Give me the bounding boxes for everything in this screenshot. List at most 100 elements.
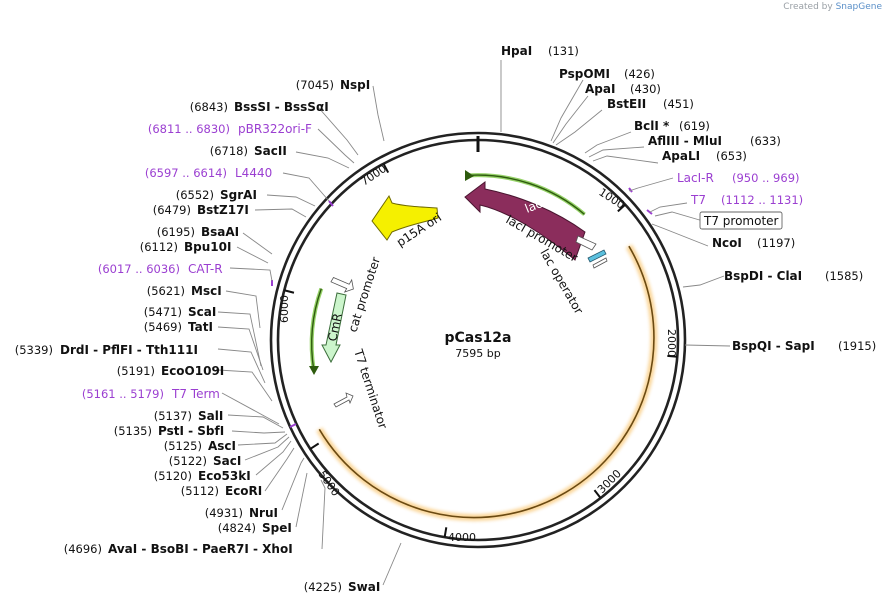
tick-label-4000: 4000: [448, 531, 476, 544]
site-label-nspi[interactable]: NspI: [340, 78, 370, 92]
cat-promoter-feature[interactable]: [330, 271, 357, 295]
site-pos-ecori: (5112): [181, 484, 219, 498]
snapgene-logo: SnapGene: [835, 2, 882, 12]
backbone-outer: [269, 131, 687, 549]
primer-label-pbr322ori-f[interactable]: pBR322ori-F: [238, 122, 312, 136]
site-pos-swai: (4225): [304, 580, 342, 594]
site-label-pspomi[interactable]: PspOMI: [559, 67, 610, 81]
site-pos-bpu10i: (6112): [140, 240, 178, 254]
site-label-spei[interactable]: SpeI: [262, 521, 292, 535]
site-label-nrui[interactable]: NruI: [249, 506, 278, 520]
site-label-avai[interactable]: AvaI - BsoBI - PaeR7I - XhoI: [108, 542, 293, 556]
site-label-afliii-mlui[interactable]: AflIII - MluI: [648, 134, 722, 148]
site-label-msci[interactable]: MscI: [191, 284, 222, 298]
primer-label-cat-r[interactable]: CAT-R: [188, 262, 223, 276]
site-label-hpai[interactable]: HpaI: [501, 44, 532, 58]
site-pos-saci: (5122): [169, 454, 207, 468]
site-label-asci[interactable]: AscI: [208, 439, 236, 453]
site-label-saci[interactable]: SacI: [213, 454, 241, 468]
site-label-scai[interactable]: ScaI: [188, 305, 216, 319]
p15a-ori-feature[interactable]: [371, 194, 439, 241]
primer-marker-laci-r: [628, 187, 633, 193]
leader-lines: [217, 60, 731, 586]
cmr-orf-arc: [311, 288, 322, 371]
primer-labels-left: (6811 .. 6830) pBR322ori-F (6597 .. 6614…: [82, 122, 312, 401]
site-label-bspqi-sapi[interactable]: BspQI - SapI: [732, 339, 815, 353]
site-label-eco53ki[interactable]: Eco53kI: [198, 469, 251, 483]
site-label-bcli[interactable]: BclI *: [634, 119, 670, 133]
laci-feature[interactable]: [464, 181, 586, 261]
site-label-tati[interactable]: TatI: [188, 320, 213, 334]
tick-label-6000: 6000: [278, 295, 291, 323]
site-label-sgrai[interactable]: SgrAI: [220, 188, 257, 202]
site-label-swai[interactable]: SwaI: [348, 580, 380, 594]
site-label-bsteii[interactable]: BstEII: [607, 97, 646, 111]
site-label-ecoo109i[interactable]: EcoO109I: [161, 364, 224, 378]
primer-pos-l4440: (6597 .. 6614): [145, 166, 227, 180]
site-pos-nrui: (4931): [205, 506, 243, 520]
plasmid-length: 7595 bp: [455, 347, 500, 360]
primer-pos-cat-r: (6017 .. 6036): [98, 262, 180, 276]
cat-promoter-label: cat promoter: [346, 255, 383, 334]
site-label-bsaai[interactable]: BsaAI: [201, 225, 239, 239]
site-pos-bsssi: (6843): [190, 100, 228, 114]
primer-markers: [271, 187, 653, 428]
site-pos-bcli: (619): [679, 119, 710, 133]
t7-terminator-label: T7 terminator: [351, 347, 390, 431]
site-pos-bspqi-sapi: (1915): [838, 339, 876, 353]
tick-mark-2000: [667, 354, 678, 358]
site-label-bspdi-clai[interactable]: BspDI - ClaI: [724, 269, 802, 283]
tick-mark-6000: [284, 289, 295, 294]
site-pos-bstz17i: (6479): [153, 203, 191, 217]
site-pos-drdi: (5339): [15, 343, 53, 357]
primer-pos-t7-term: (5161 .. 5179): [82, 387, 164, 401]
tick-mark-5000: [309, 442, 320, 450]
site-pos-scai: (5471): [144, 305, 182, 319]
site-label-sacii[interactable]: SacII: [254, 144, 287, 158]
primer-label-t7-term[interactable]: T7 Term: [171, 387, 220, 401]
laci-promoter-feature[interactable]: [575, 235, 597, 251]
site-pos-bsteii: (451): [663, 97, 694, 111]
primer-pos-laci-r: (950 .. 969): [732, 171, 800, 185]
lac-operator-feature[interactable]: [587, 249, 607, 263]
primer-label-l4440[interactable]: L4440: [235, 166, 272, 180]
laci-orf-arrow: [465, 170, 474, 181]
site-labels-right: HpaI (131) PspOMI (426) ApaI (430) BstEI…: [501, 44, 876, 353]
site-pos-sgrai: (6552): [176, 188, 214, 202]
site-pos-psti: (5135): [114, 424, 152, 438]
site-label-bpu10i[interactable]: Bpu10I: [184, 240, 231, 254]
site-label-ncoi[interactable]: NcoI: [712, 236, 742, 250]
t7-promoter-box: [699, 211, 783, 230]
site-pos-ncoi: (1197): [757, 236, 795, 250]
cmr-orf-arrow: [309, 366, 319, 375]
primer-marker-t7-term: [289, 423, 297, 428]
site-label-psti[interactable]: PstI - SbfI: [158, 424, 224, 438]
site-label-apai[interactable]: ApaI: [585, 82, 615, 96]
site-label-bsssi[interactable]: BssSI - BssSαI: [234, 100, 329, 114]
site-pos-bspdi-clai: (1585): [825, 269, 863, 283]
site-pos-tati: (5469): [144, 320, 182, 334]
t7-promoter-box-label[interactable]: T7 promoter: [703, 214, 779, 228]
primer-label-laci-r[interactable]: LacI-R: [677, 171, 714, 185]
site-pos-apai: (430): [630, 82, 661, 96]
orf-arc-large: [318, 245, 655, 519]
snapgene-credit: Created by SnapGene: [783, 2, 882, 12]
site-label-ecori[interactable]: EcoRI: [225, 484, 262, 498]
site-label-bstz17i[interactable]: BstZ17I: [197, 203, 249, 217]
site-labels-left: (7045) NspI (6843) BssSI - BssSαI (6718)…: [15, 78, 381, 594]
cmr-orf-arc-glow: [309, 287, 324, 371]
t7-promoter-feature[interactable]: [592, 257, 608, 269]
site-label-apali[interactable]: ApaLI: [662, 149, 700, 163]
primer-pos-pbr322ori-f: (6811 .. 6830): [148, 122, 230, 136]
laci-orf-arc: [467, 174, 585, 215]
site-pos-hpai: (131): [548, 44, 579, 58]
plasmid-name: pCas12a: [444, 330, 511, 346]
primer-label-t7[interactable]: T7: [690, 193, 706, 207]
t7-terminator-feature[interactable]: [333, 392, 354, 408]
site-pos-msci: (5621): [147, 284, 185, 298]
site-label-drdi[interactable]: DrdI - PflFI - Tth111I: [60, 343, 198, 357]
site-label-sali[interactable]: SalI: [198, 409, 223, 423]
cmr-feature[interactable]: [321, 292, 347, 364]
tick-marks: [284, 163, 678, 538]
